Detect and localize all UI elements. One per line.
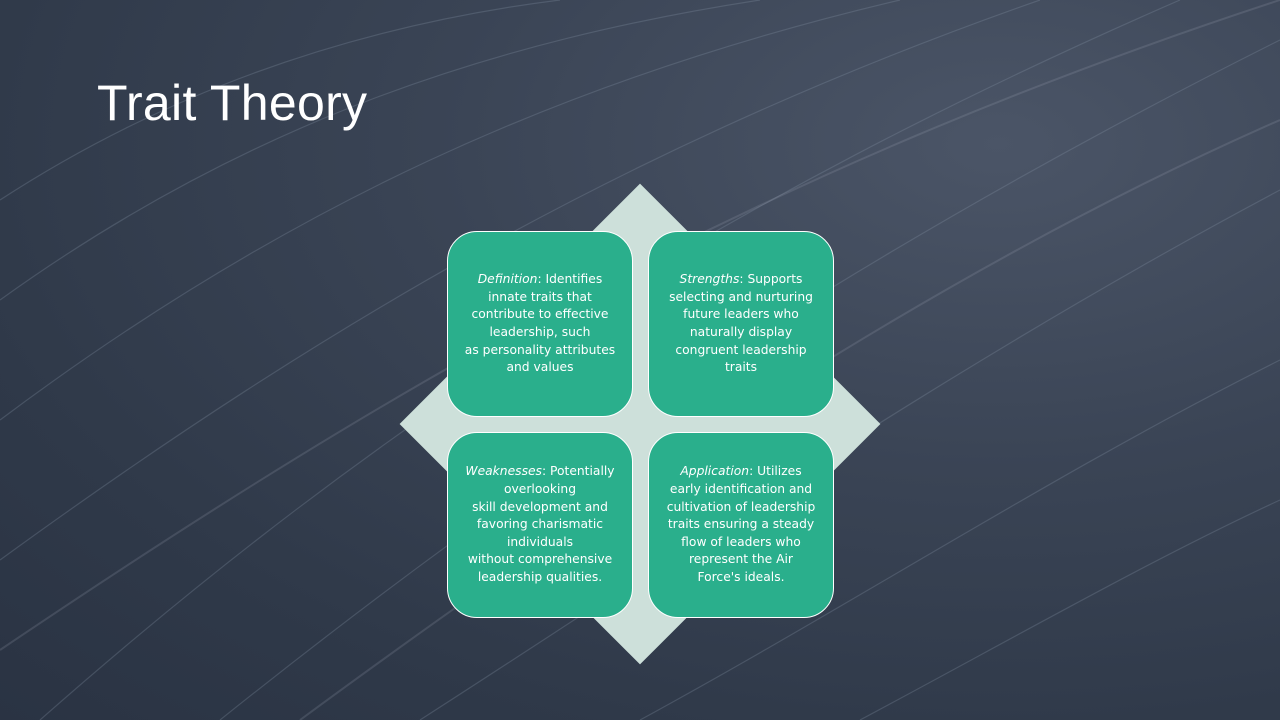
weaknesses-term: Weaknesses — [465, 464, 542, 479]
definition-term: Definition — [477, 272, 538, 287]
application-card: Application: Utilizes early identificati… — [648, 432, 834, 618]
strengths-description: : Supports selecting and nurturing futur… — [669, 272, 813, 375]
weaknesses-text: Weaknesses: Potentially overlooking skil… — [465, 463, 614, 586]
application-description: : Utilizes early identification and cult… — [666, 464, 816, 584]
strengths-text: Strengths: Supports selecting and nurtur… — [669, 271, 813, 377]
definition-text: Definition: Identifies innate traits tha… — [465, 271, 615, 377]
strengths-term: Strengths — [679, 272, 740, 287]
application-text: Application: Utilizes early identificati… — [667, 463, 816, 586]
application-term: Application — [680, 464, 750, 479]
definition-description: : Identifies innate traits that contribu… — [464, 272, 616, 375]
weaknesses-card: Weaknesses: Potentially overlooking skil… — [447, 432, 633, 618]
weaknesses-description: : Potentially overlooking skill developm… — [467, 464, 615, 584]
definition-card: Definition: Identifies innate traits tha… — [447, 231, 633, 417]
strengths-card: Strengths: Supports selecting and nurtur… — [648, 231, 834, 417]
slide-title: Trait Theory — [97, 75, 368, 131]
